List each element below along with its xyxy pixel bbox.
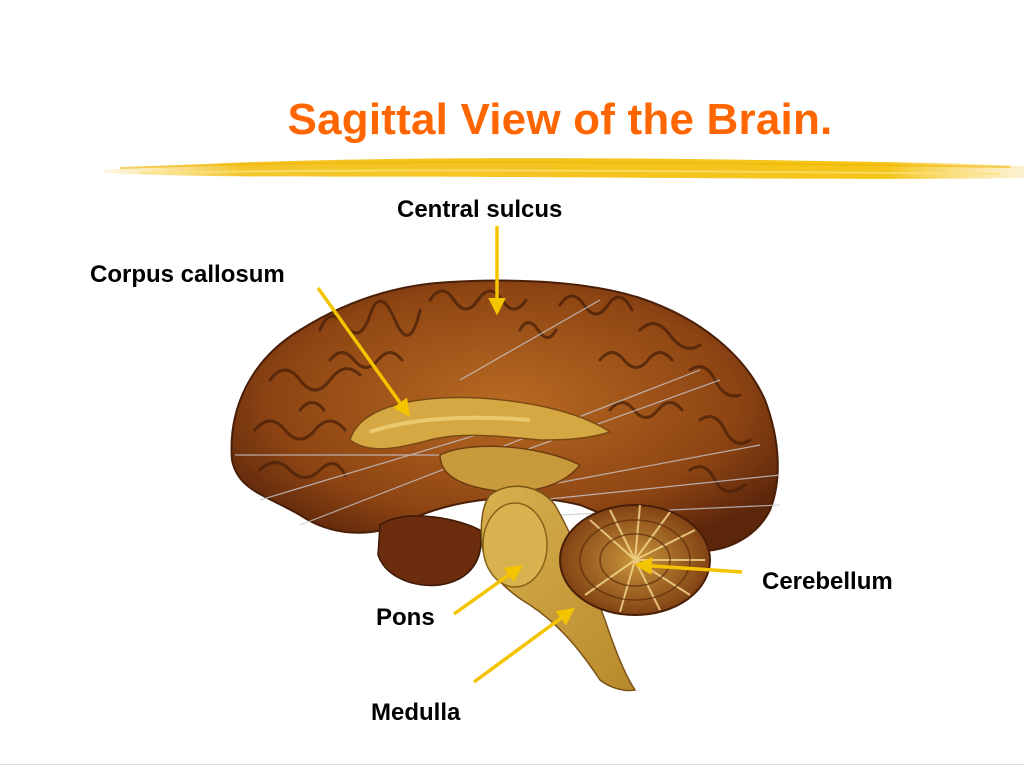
arrow-medulla bbox=[472, 607, 575, 684]
pons-shape bbox=[482, 502, 548, 588]
arrow-cerebellum bbox=[634, 557, 743, 575]
diencephalon-shape bbox=[439, 445, 582, 493]
footer-divider bbox=[0, 764, 1024, 765]
label-pons: Pons bbox=[376, 604, 435, 631]
gyri-folds bbox=[253, 289, 752, 493]
temporal-lobe-shape bbox=[377, 515, 482, 587]
cerebellum-shape bbox=[559, 504, 711, 616]
label-medulla: Medulla bbox=[371, 699, 461, 726]
label-cerebellum: Cerebellum bbox=[762, 568, 893, 595]
label-arrows bbox=[316, 226, 743, 684]
arrow-corpus-callosum bbox=[316, 286, 411, 417]
title-underline bbox=[104, 158, 1024, 179]
label-central-sulcus: Central sulcus bbox=[397, 196, 563, 223]
corpus-callosum-shape bbox=[349, 396, 612, 450]
label-corpus-callosum: Corpus callosum bbox=[90, 261, 285, 288]
arrow-pons bbox=[452, 564, 523, 616]
slide-title: Sagittal View of the Brain. bbox=[287, 95, 833, 144]
brain-illustration bbox=[230, 279, 781, 692]
